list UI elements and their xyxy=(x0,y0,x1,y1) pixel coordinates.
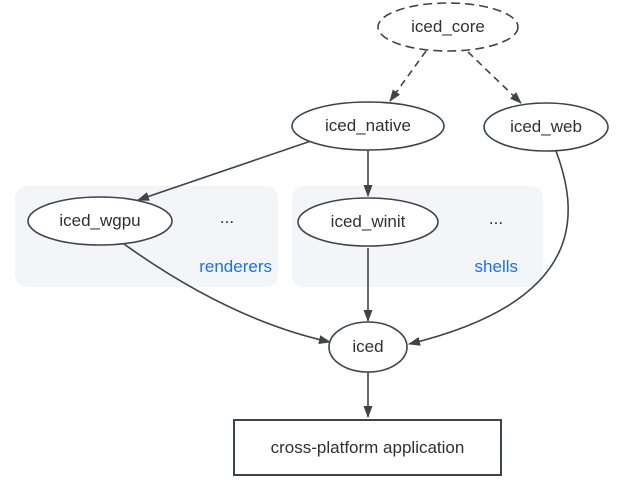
renderers-ellipsis: ... xyxy=(219,208,235,227)
edge-iced-core-to-iced-native xyxy=(389,50,427,102)
edge-iced-wgpu-to-iced xyxy=(123,243,331,345)
edge-iced-native-to-iced-wgpu xyxy=(137,140,312,201)
node-label-iced-native: iced_native xyxy=(324,116,411,135)
node-shape-iced-native xyxy=(291,101,445,151)
node-cross-platform-application: cross-platform application xyxy=(233,419,502,476)
node-label-iced-core: iced_core xyxy=(411,17,485,36)
node-label-iced-wgpu: iced_wgpu xyxy=(59,211,141,230)
shells-ellipsis: ... xyxy=(488,209,504,228)
node-shape-iced-core xyxy=(377,2,519,52)
group-label-renderers: renderers xyxy=(199,257,272,276)
node-label-iced: iced xyxy=(352,337,384,356)
node-label-cross-platform-application: cross-platform application xyxy=(270,437,465,457)
node-shape-iced-wgpu xyxy=(27,196,173,246)
edge-iced-core-to-iced-web xyxy=(467,51,522,104)
node-shape-iced-web xyxy=(483,102,609,152)
node-shape-iced-winit xyxy=(297,197,439,247)
node-label-iced-winit: iced_winit xyxy=(330,212,406,231)
edge-iced-web-to-iced xyxy=(408,150,569,346)
node-shape-iced xyxy=(328,321,408,373)
node-label-iced-web: iced_web xyxy=(510,117,582,136)
group-label-shells: shells xyxy=(474,257,518,276)
